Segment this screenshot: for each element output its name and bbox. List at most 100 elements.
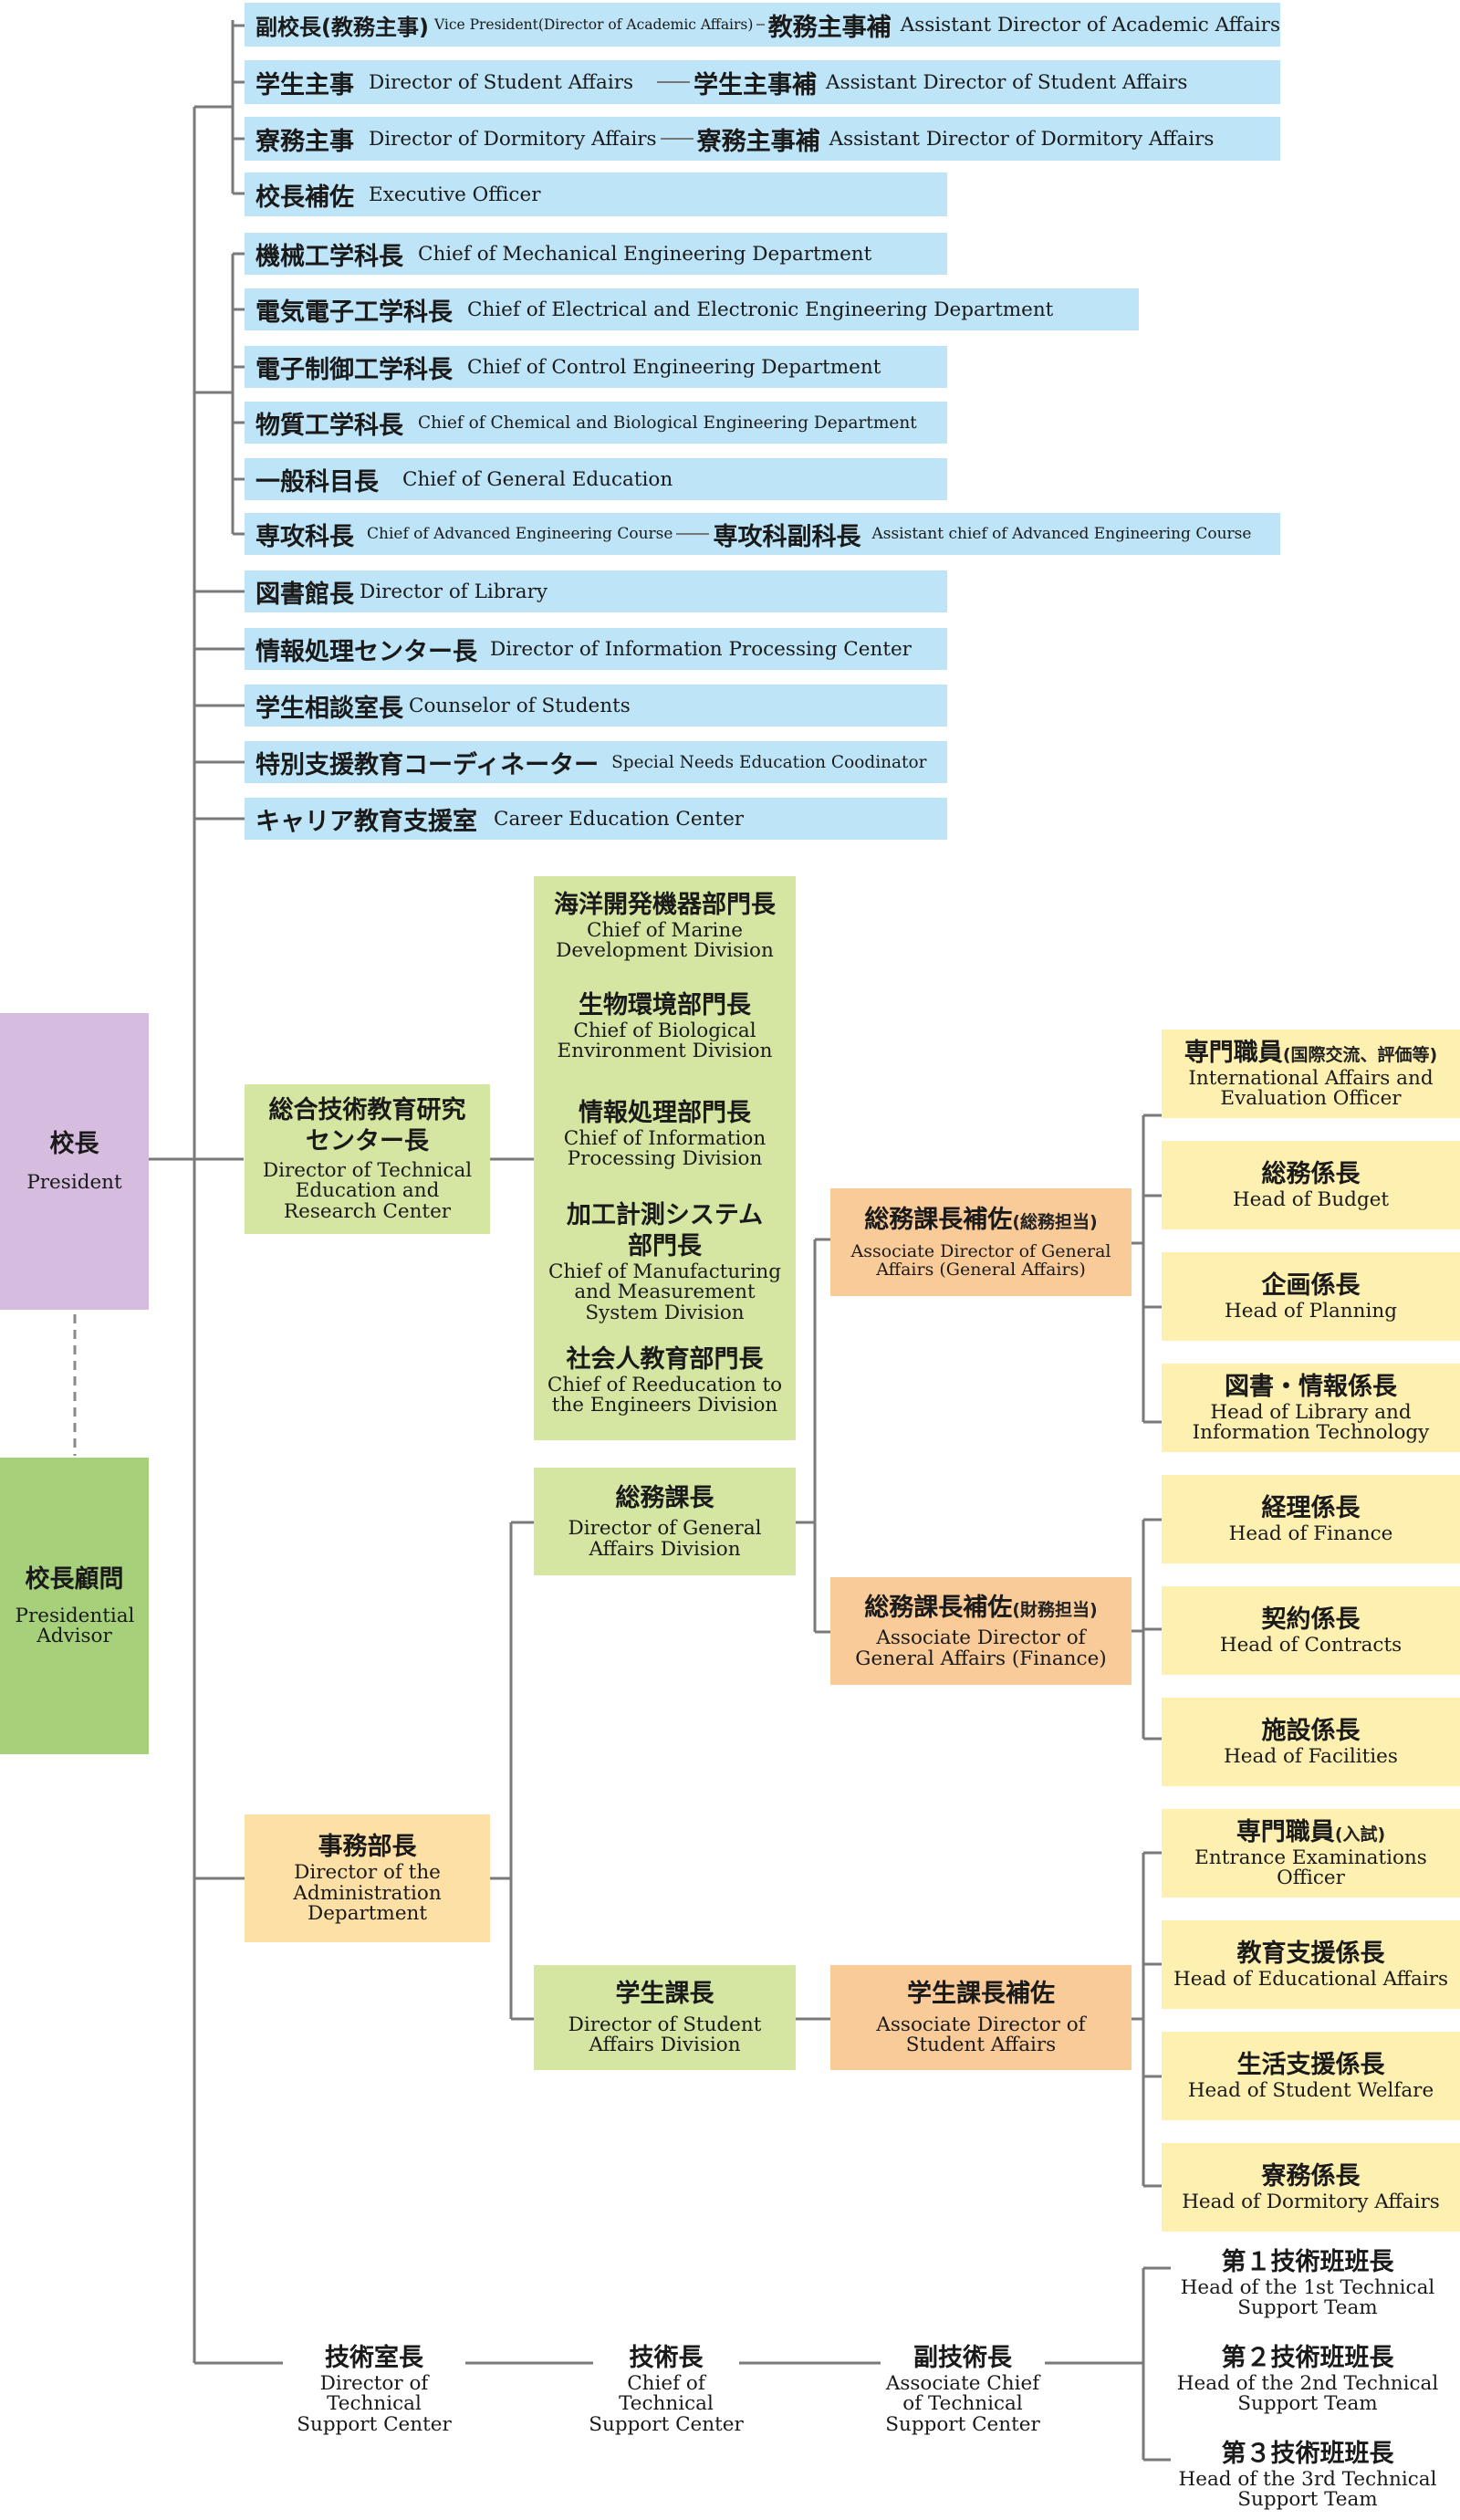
assoc-student-en: Associate Director of Student Affairs [876, 2013, 1086, 2057]
special-needs-row: 特別支援教育コーディネーター Special Needs Education C… [245, 741, 947, 783]
team-1-jp: 第１技術班班長 [1221, 2248, 1394, 2276]
tech-center-box: 総合技術教育研究 センター長 Director of Technical Edu… [245, 1084, 490, 1234]
assoc-student-jp: 学生課長補佐 [907, 1980, 1055, 2009]
advanced-course-sub-jp: 専攻科副科長 [713, 522, 861, 551]
division-manufacturing-en: Chief of Manufacturing and Measurement S… [548, 1260, 782, 1324]
head-entrance-note: (入試) [1334, 1825, 1386, 1846]
assoc-finance-jp: 総務課長補佐 [864, 1593, 1013, 1622]
division-reeducation-en: Chief of Reeducation to the Engineers Di… [547, 1373, 783, 1417]
head-educational-box: 教育支援係長 Head of Educational Affairs [1162, 1920, 1460, 2009]
student-affairs-row: 学生主事 Director of Student Affairs 学生主事補 A… [245, 60, 1280, 104]
library-en: Director of Library [360, 580, 548, 603]
admin-director-box: 事務部長 Director of the Administration Depa… [245, 1814, 490, 1942]
team-2-en: Head of the 2nd Technical Support Team [1176, 2371, 1439, 2416]
assoc-finance-title: 総務課長補佐(財務担当) [864, 1593, 1097, 1624]
tech-support-associate-en: Associate Chief of Technical Support Cen… [885, 2371, 1040, 2436]
vice-president-row: 副校長(教務主事) Vice President(Director of Aca… [245, 3, 1280, 47]
counselor-row: 学生相談室長 Counselor of Students [245, 685, 947, 727]
head-international-box: 専門職員(国際交流、評価等) International Affairs and… [1162, 1030, 1460, 1118]
head-entrance-box: 専門職員(入試) Entrance Examinations Officer [1162, 1809, 1460, 1898]
dept-control-row: 電子制御工学科長 Chief of Control Engineering De… [245, 346, 947, 388]
career-center-row: キャリア教育支援室 Career Education Center [245, 798, 947, 840]
head-dormitory-en: Head of Dormitory Affairs [1182, 2191, 1440, 2214]
dept-general-en: Chief of General Education [402, 467, 673, 491]
counselor-jp: 学生相談室長 [256, 694, 403, 723]
advisor-box: 校長顧問 Presidential Advisor [0, 1458, 149, 1754]
division-biological: 生物環境部門長 Chief of Biological Environment … [534, 990, 796, 1062]
student-affairs-box: 学生課長 Director of Student Affairs Divisio… [534, 1965, 796, 2070]
assoc-general-note: (総務担当) [1012, 1212, 1098, 1233]
head-library-box: 図書・情報係長 Head of Library and Information … [1162, 1364, 1460, 1452]
head-facilities-en: Head of Facilities [1224, 1745, 1398, 1769]
head-budget-en: Head of Budget [1232, 1188, 1390, 1212]
division-marine-en: Chief of Marine Development Division [556, 918, 774, 963]
info-center-jp: 情報処理センター長 [256, 637, 477, 666]
library-jp: 図書館長 [256, 580, 354, 609]
tech-support-associate-jp: 副技術長 [913, 2344, 1012, 2372]
division-information-jp: 情報処理部門長 [579, 1099, 751, 1127]
tech-center-en: Director of Technical Education and Rese… [262, 1158, 473, 1224]
dept-general-row: 一般科目長 Chief of General Education [245, 458, 947, 500]
head-planning-en: Head of Planning [1225, 1300, 1397, 1323]
advanced-course-row: 専攻科長 Chief of Advanced Engineering Cours… [245, 513, 1280, 555]
special-needs-en: Special Needs Education Coodinator [611, 752, 927, 772]
dept-control-jp: 電子制御工学科長 [256, 355, 453, 384]
executive-officer-jp: 校長補佐 [256, 183, 354, 212]
assoc-student-box: 学生課長補佐 Associate Director of Student Aff… [830, 1965, 1132, 2070]
head-facilities-jp: 施設係長 [1261, 1717, 1361, 1746]
asst-academic-jp: 教務主事補 [767, 13, 892, 42]
head-planning-box: 企画係長 Head of Planning [1162, 1252, 1460, 1341]
division-marine-jp: 海洋開発機器部門長 [554, 891, 776, 919]
connector [660, 138, 694, 140]
asst-dormitory-jp: 寮務主事補 [696, 127, 820, 156]
head-international-note: (国際交流、評価等) [1282, 1045, 1438, 1066]
head-international-title: 専門職員(国際交流、評価等) [1184, 1038, 1437, 1069]
head-library-en: Head of Library and Information Technolo… [1192, 1400, 1430, 1445]
team-3-en: Head of the 3rd Technical Support Team [1178, 2467, 1437, 2512]
assoc-general-jp: 総務課長補佐 [864, 1206, 1013, 1235]
special-needs-jp: 特別支援教育コーディネーター [256, 750, 600, 779]
general-affairs-en: Director of General Affairs Division [568, 1517, 762, 1561]
assoc-general-box: 総務課長補佐(総務担当) Associate Director of Gener… [830, 1188, 1132, 1296]
career-center-en: Career Education Center [494, 807, 745, 831]
tech-support-chief-jp: 技術長 [629, 2344, 704, 2372]
advisor-jp: 校長顧問 [25, 1565, 124, 1595]
dept-general-jp: 一般科目長 [256, 467, 379, 497]
dormitory-affairs-row: 寮務主事 Director of Dormitory Affairs 寮務主事補… [245, 117, 1280, 161]
head-educational-jp: 教育支援係長 [1236, 1940, 1385, 1969]
division-manufacturing: 加工計測システム 部門長 Chief of Manufacturing and … [534, 1200, 796, 1323]
general-affairs-jp: 総務課長 [615, 1483, 714, 1512]
head-international-en: International Affairs and Evaluation Off… [1188, 1066, 1434, 1111]
president-en: President [26, 1171, 122, 1195]
head-finance-jp: 経理係長 [1261, 1494, 1361, 1523]
division-information-en: Chief of Information Processing Division [563, 1126, 766, 1171]
assoc-general-en: Associate Director of General Affairs (G… [850, 1240, 1111, 1280]
head-welfare-jp: 生活支援係長 [1236, 2051, 1385, 2080]
head-finance-en: Head of Finance [1228, 1522, 1393, 1546]
head-welfare-en: Head of Student Welfare [1187, 2079, 1434, 2103]
president-box: 校長 President [0, 1013, 149, 1310]
division-reeducation-jp: 社会人教育部門長 [566, 1345, 764, 1374]
connector [756, 24, 765, 26]
executive-officer-row: 校長補佐 Executive Officer [245, 173, 947, 216]
admin-director-en: Director of the Administration Departmen… [293, 1861, 442, 1926]
team-3-jp: 第３技術班班長 [1221, 2440, 1394, 2468]
admin-director-jp: 事務部長 [318, 1833, 417, 1862]
asst-student-jp: 学生主事補 [694, 70, 818, 99]
dept-electrical-en: Chief of Electrical and Electronic Engin… [467, 298, 1054, 321]
connector [676, 533, 710, 535]
advanced-course-en: Chief of Advanced Engineering Course [367, 525, 673, 543]
president-jp: 校長 [49, 1130, 99, 1159]
head-dormitory-jp: 寮務係長 [1261, 2162, 1361, 2191]
team-2: 第２技術班班長 Head of the 2nd Technical Suppor… [1171, 2343, 1444, 2415]
tech-support-associate: 副技術長 Associate Chief of Technical Suppor… [862, 2343, 1063, 2435]
head-entrance-title: 専門職員(入試) [1236, 1817, 1385, 1848]
dept-chemical-jp: 物質工学科長 [256, 411, 403, 440]
student-affairs-div-en: Director of Student Affairs Division [568, 2013, 762, 2057]
head-contracts-box: 契約係長 Head of Contracts [1162, 1586, 1460, 1675]
asst-academic-en: Assistant Director of Academic Affairs [900, 13, 1280, 37]
advisor-en: Presidential Advisor [15, 1604, 135, 1648]
head-educational-en: Head of Educational Affairs [1173, 1968, 1449, 1992]
vice-president-jp: 副校長(教務主事) [256, 14, 429, 40]
